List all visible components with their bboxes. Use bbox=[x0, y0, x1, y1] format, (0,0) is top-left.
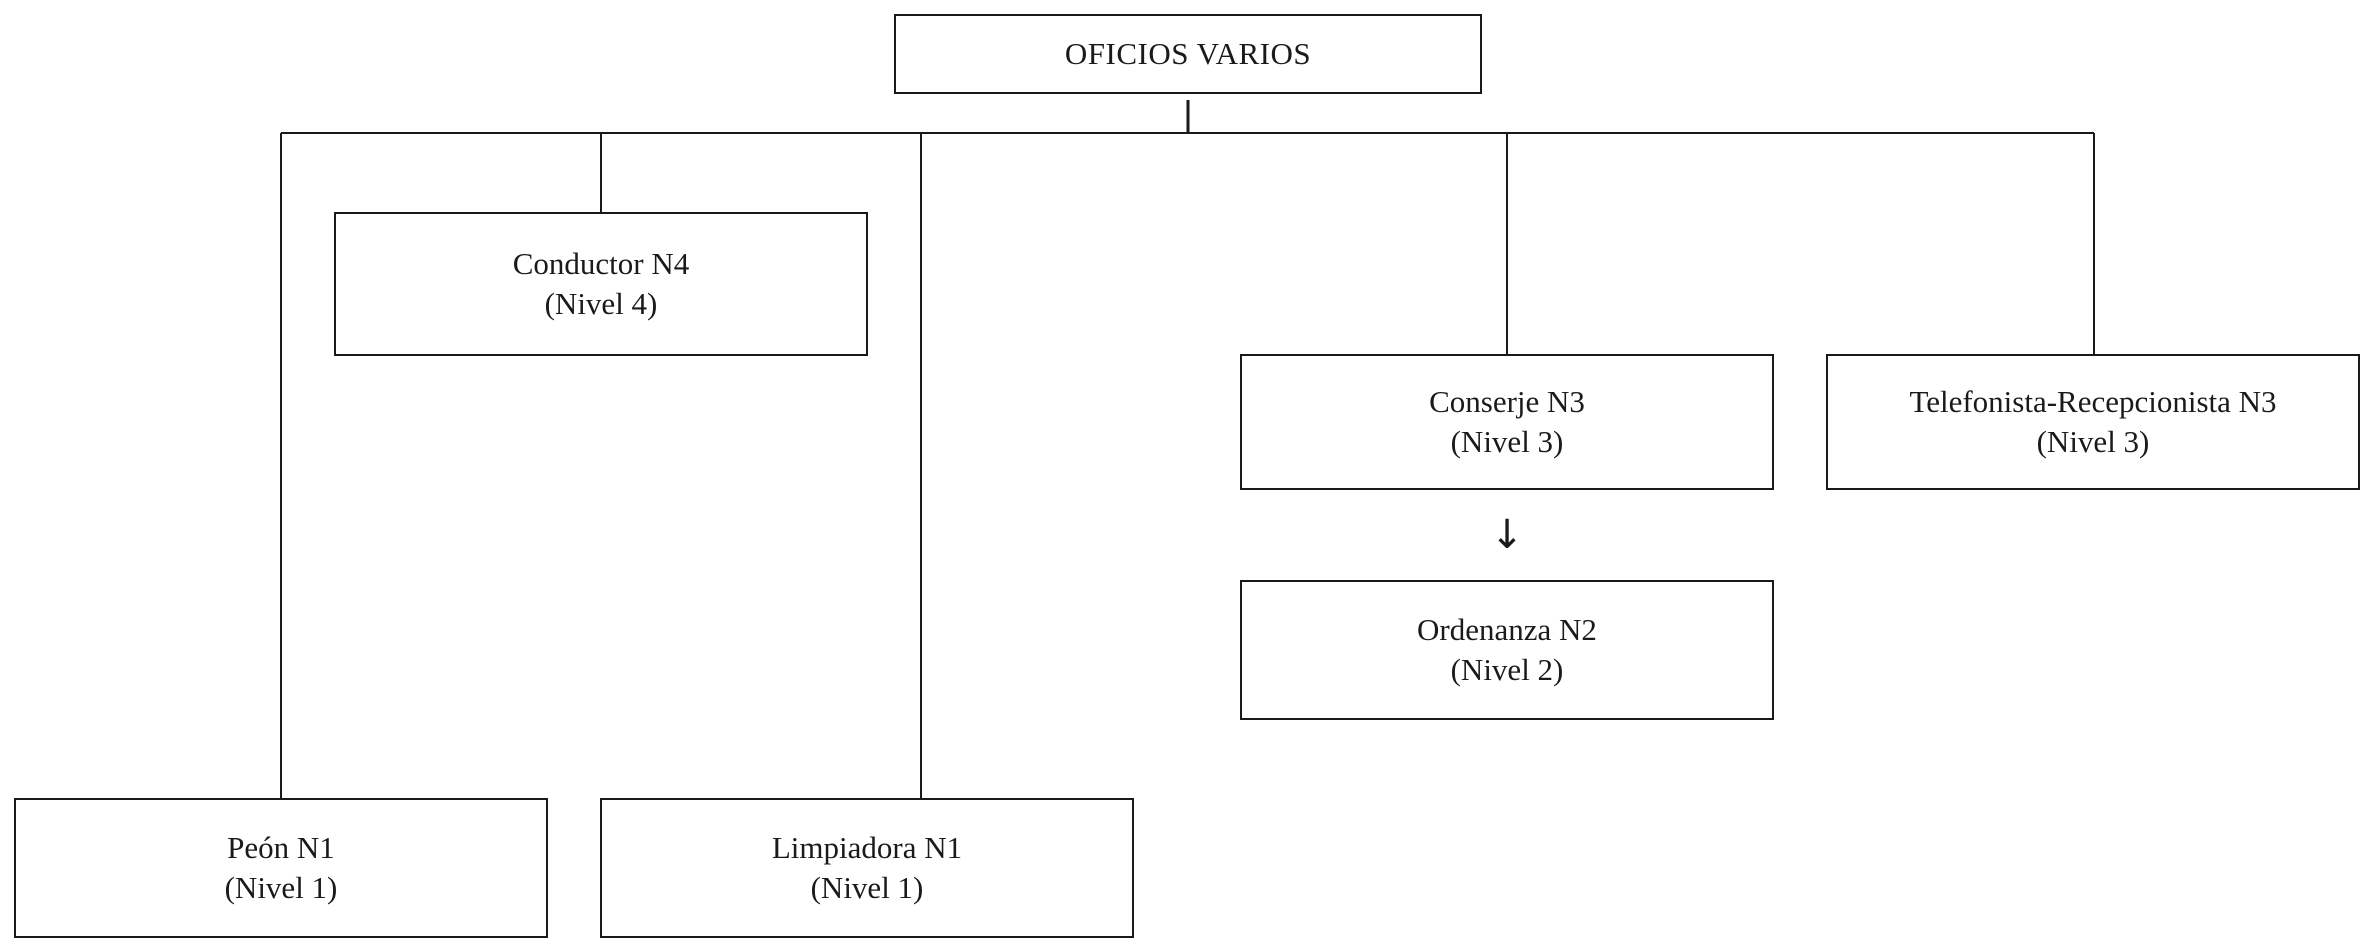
node-telefonista-recepcionista: Telefonista-Recepcionista N3 (Nivel 3) bbox=[1826, 354, 2360, 490]
node-level: (Nivel 3) bbox=[2036, 424, 2150, 459]
node-level: (Nivel 1) bbox=[810, 870, 924, 905]
node-conserje: Conserje N3 (Nivel 3) bbox=[1240, 354, 1774, 490]
node-level: (Nivel 3) bbox=[1450, 424, 1564, 459]
node-title: OFICIOS VARIOS bbox=[1064, 36, 1312, 71]
node-title: Conserje N3 bbox=[1429, 384, 1585, 419]
node-title: Limpiadora N1 bbox=[771, 830, 963, 865]
node-title: Telefonista-Recepcionista N3 bbox=[1909, 384, 2277, 419]
node-ordenanza: Ordenanza N2 (Nivel 2) bbox=[1240, 580, 1774, 720]
node-conductor: Conductor N4 (Nivel 4) bbox=[334, 212, 868, 356]
node-limpiadora: Limpiadora N1 (Nivel 1) bbox=[600, 798, 1134, 938]
node-oficios-varios: OFICIOS VARIOS bbox=[894, 14, 1482, 94]
node-title: Peón N1 bbox=[227, 830, 335, 865]
node-level: (Nivel 4) bbox=[544, 286, 658, 321]
node-peon: Peón N1 (Nivel 1) bbox=[14, 798, 548, 938]
node-title: Ordenanza N2 bbox=[1417, 612, 1597, 647]
node-title: Conductor N4 bbox=[512, 246, 690, 281]
arrow-down-icon: ↓ bbox=[1490, 512, 1524, 558]
node-level: (Nivel 1) bbox=[224, 870, 338, 905]
node-level: (Nivel 2) bbox=[1450, 652, 1564, 687]
